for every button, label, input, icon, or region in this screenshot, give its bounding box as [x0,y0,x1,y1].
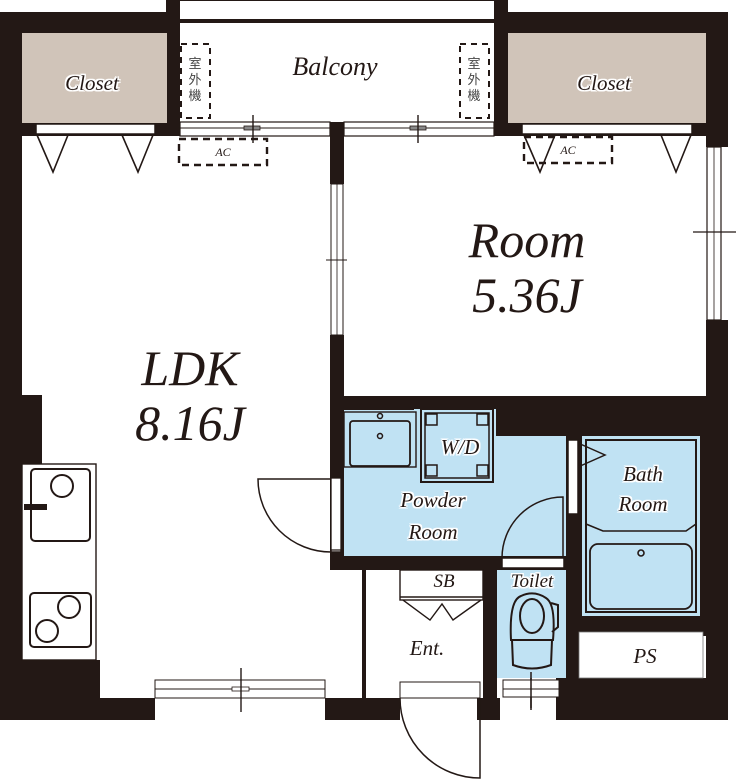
entrance-door [399,681,481,779]
outdoor-unit-left [180,43,211,119]
closet-right-label: Closet [577,70,631,95]
balcony-windows [179,115,495,143]
ac-unit-left [177,137,269,167]
room-right-window [693,146,736,321]
ldk-label: LDK 8.16J [135,341,245,451]
bath-room [577,436,700,616]
room-size: 5.36J [472,267,582,323]
room-name: Room [468,212,586,268]
ac-right-label: AC [560,143,576,158]
washer-dryer-label: W/D [440,434,480,459]
partition-window [326,183,347,336]
ldk-size: 8.16J [135,395,245,451]
pipe-space [578,631,704,679]
closet-door-swings [36,134,692,175]
shoe-box [399,569,484,621]
ac-left-label: AC [215,145,231,160]
balcony-label: Balcony [292,52,378,82]
outdoor-unit-right [459,43,490,119]
kitchen-counter [21,463,97,661]
closet-left-label: Closet [65,70,119,95]
closet-left-fill [22,33,167,123]
powder-room-label: Powder Room [400,488,466,544]
outdoor-unit-left-label: 室 外 機 [188,57,202,104]
ldk-name: LDK [141,340,239,396]
bath-room-label: Bath Room [618,462,668,516]
toilet [497,570,566,710]
ac-unit-right [522,135,614,165]
ldk-door [257,476,342,553]
powder-room [343,408,566,556]
pipe-space-label: PS [633,643,657,668]
toilet-door [501,496,565,569]
toilet-label: Toilet [510,571,554,593]
ldk-bottom-window [154,668,326,712]
balcony-area [177,0,497,23]
closet-right-fill [508,33,706,123]
shoe-box-label: SB [433,571,455,593]
room-label: Room 5.36J [469,213,586,323]
entrance-label: Ent. [409,635,445,660]
outdoor-unit-right-label: 室 外 機 [467,57,481,104]
